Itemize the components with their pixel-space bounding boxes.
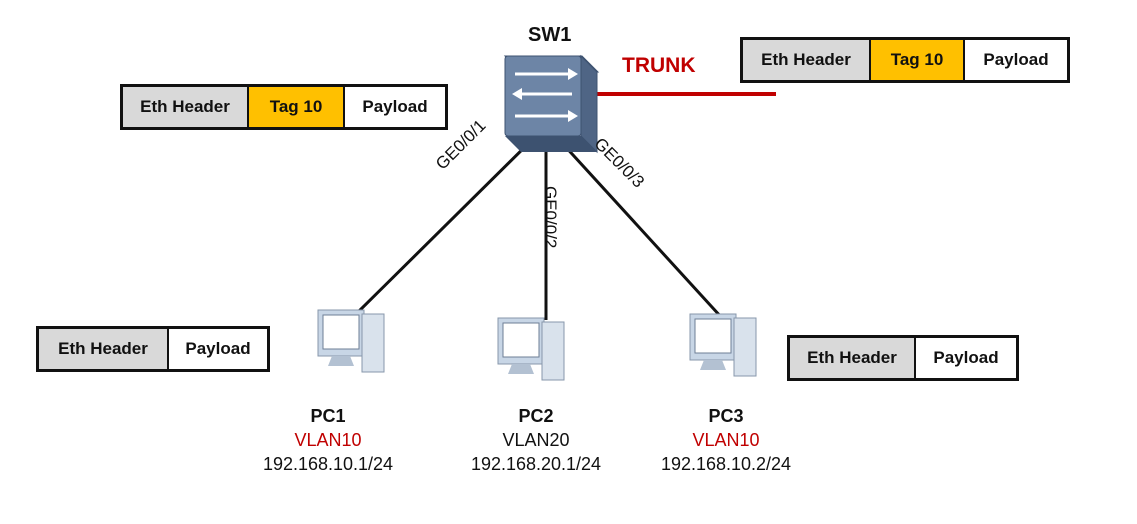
trunk-label: TRUNK xyxy=(622,54,696,77)
frame-eth-header: Eth Header xyxy=(123,87,249,127)
monitor-stand xyxy=(328,356,354,366)
frame-pc3: Eth Header Payload xyxy=(787,335,1019,381)
switch-bottom-face xyxy=(505,136,597,152)
pc3-name: PC3 xyxy=(708,406,744,426)
switch-icon[interactable] xyxy=(503,54,600,154)
pc2-name: PC2 xyxy=(518,406,554,426)
port-label-ge0-0-2: GE0/0/2 xyxy=(541,186,560,249)
frame-eth-header: Eth Header xyxy=(743,40,871,80)
frame-payload: Payload xyxy=(169,329,267,369)
monitor-stand xyxy=(700,360,726,370)
tower xyxy=(733,317,757,377)
switch-arrows xyxy=(512,68,578,122)
frame-eth-header: Eth Header xyxy=(790,338,916,378)
pc3-computer-icon[interactable] xyxy=(689,313,757,377)
pc1-ip: 192.168.10.1/24 xyxy=(262,454,394,474)
pc2-vlan: VLAN20 xyxy=(502,430,570,450)
switch-name: SW1 xyxy=(528,24,572,46)
frame-pc1: Eth Header Payload xyxy=(36,326,270,372)
frame-payload: Payload xyxy=(916,338,1016,378)
switch-side-face xyxy=(580,54,598,154)
tower xyxy=(541,321,565,381)
pc3-vlan: VLAN10 xyxy=(692,430,760,450)
pc2-computer-icon[interactable] xyxy=(497,317,565,381)
monitor-stand xyxy=(508,364,534,374)
link-pc3 xyxy=(550,130,724,320)
frame-payload: Payload xyxy=(965,40,1067,80)
frame-sw1-ingress: Eth Header Tag 10 Payload xyxy=(120,84,448,130)
frame-payload: Payload xyxy=(345,87,445,127)
frame-vlan-tag: Tag 10 xyxy=(249,87,345,127)
link-pc1 xyxy=(350,130,542,320)
frame-trunk: Eth Header Tag 10 Payload xyxy=(740,37,1070,83)
monitor-screen xyxy=(322,314,360,350)
monitor-screen xyxy=(502,322,540,358)
pc1-computer-icon[interactable] xyxy=(317,309,385,373)
pc1-name: PC1 xyxy=(310,406,346,426)
pc2-ip: 192.168.20.1/24 xyxy=(470,454,602,474)
frame-vlan-tag: Tag 10 xyxy=(871,40,965,80)
frame-eth-header: Eth Header xyxy=(39,329,169,369)
tower xyxy=(361,313,385,373)
pc1-vlan: VLAN10 xyxy=(294,430,362,450)
monitor-screen xyxy=(694,318,732,354)
pc3-ip: 192.168.10.2/24 xyxy=(660,454,792,474)
